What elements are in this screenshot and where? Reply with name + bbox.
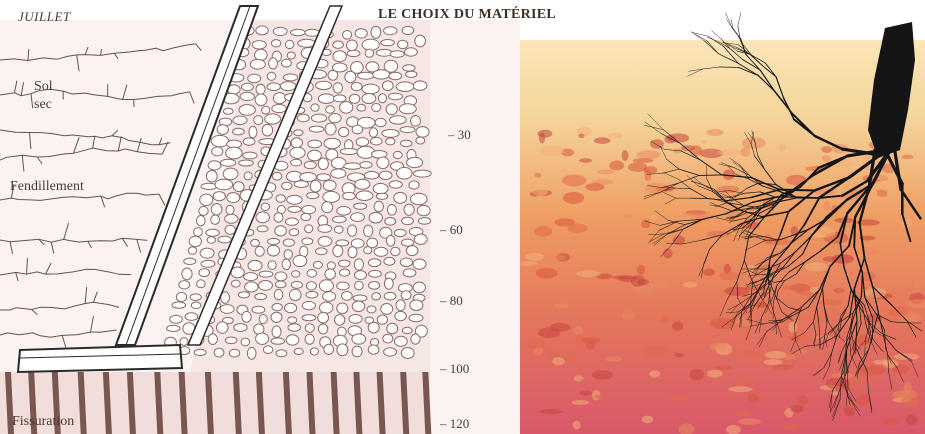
depth-marker-100: – 100 xyxy=(440,361,469,377)
depth-marker-120: – 120 xyxy=(440,416,469,432)
fissuring-label: Fissuration xyxy=(12,415,74,429)
dry-soil-label-line2: sec xyxy=(34,98,52,112)
depth-marker-80: – 80 xyxy=(440,293,463,309)
month-heading: JUILLET xyxy=(18,10,71,23)
page-title: LE CHOIX DU MATÉRIEL xyxy=(378,8,556,22)
depth-marker-30: – 30 xyxy=(448,127,471,143)
depth-marker-60: – 60 xyxy=(440,222,463,238)
cracking-label: Fendillement xyxy=(10,180,84,194)
dry-soil-label-line1: Sol xyxy=(34,80,53,94)
